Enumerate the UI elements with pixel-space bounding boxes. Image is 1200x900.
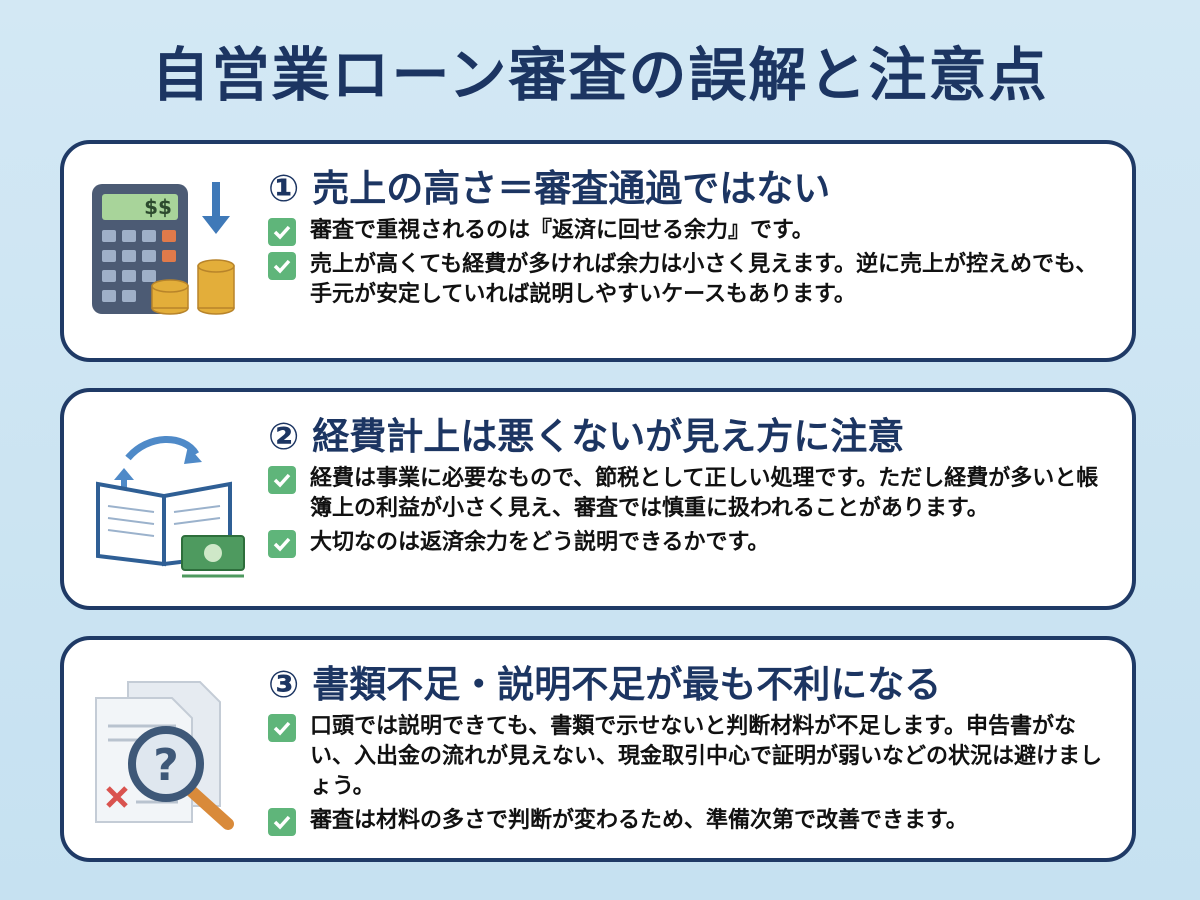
checkmark-icon xyxy=(268,808,296,836)
bullet-text: 審査は材料の多さで判断が変わるため、準備次第で改善できます。 xyxy=(310,808,968,833)
svg-text:?: ? xyxy=(153,740,179,791)
bullet-text: 審査で重視されるのは『返済に回せる余力』です。 xyxy=(310,218,814,243)
bullet-list: 口頭では説明できても、書類で示せないと判断材料が不足します。申告書がない、入出金… xyxy=(268,712,1112,840)
bullet-text: 口頭では説明できても、書類で示せないと判断材料が不足します。申告書がない、入出金… xyxy=(310,714,1103,799)
list-item: 口頭では説明できても、書類で示せないと判断材料が不足します。申告書がない、入出金… xyxy=(268,712,1112,802)
card-expenses: ② 経費計上は悪くないが見え方に注意 経費は事業に必要なもので、節税として正しい… xyxy=(60,388,1136,610)
bullet-list: 審査で重視されるのは『返済に回せる余力』です。 売上が高くても経費が多ければ余力… xyxy=(268,216,1112,314)
list-item: 大切なのは返済余力をどう説明できるかです。 xyxy=(268,528,1112,558)
card-title: ③ 書類不足・説明不足が最も不利になる xyxy=(268,663,942,706)
svg-text:$$: $$ xyxy=(144,195,172,219)
card-documents: ? ③ 書類不足・説明不足が最も不利になる 口頭では説明できても、書類で示せない… xyxy=(60,636,1136,862)
list-item: 売上が高くても経費が多ければ余力は小さく見えます。逆に売上が控えめでも、手元が安… xyxy=(268,250,1112,310)
calculator-coins-icon: $$ xyxy=(92,182,235,315)
bullet-text: 大切なのは返済余力をどう説明できるかです。 xyxy=(310,530,770,555)
checkmark-icon xyxy=(268,714,296,742)
checkmark-icon xyxy=(268,218,296,246)
checkmark-icon xyxy=(268,252,296,280)
checkmark-icon xyxy=(268,530,296,558)
bullet-list: 経費は事業に必要なもので、節税として正しい処理です。ただし経費が多いと帳簿上の利… xyxy=(268,464,1112,562)
ledger-money-icon xyxy=(96,436,245,578)
bullet-text: 売上が高くても経費が多ければ余力は小さく見えます。逆に売上が控えめでも、手元が安… xyxy=(310,252,1098,307)
list-item: 経費は事業に必要なもので、節税として正しい処理です。ただし経費が多いと帳簿上の利… xyxy=(268,464,1112,524)
checkmark-icon xyxy=(268,466,296,494)
list-item: 審査で重視されるのは『返済に回せる余力』です。 xyxy=(268,216,1112,246)
list-item: 審査は材料の多さで判断が変わるため、準備次第で改善できます。 xyxy=(268,806,1112,836)
card-revenue: $$ ① 売上の高さ＝審査通過ではない 審査で重視されるのは『返済に回せる余力』… xyxy=(60,140,1136,362)
document-magnifier-icon: ? xyxy=(95,681,234,830)
card-title: ② 経費計上は悪くないが見え方に注意 xyxy=(268,415,905,458)
card-title: ① 売上の高さ＝審査通過ではない xyxy=(268,167,831,210)
bullet-text: 経費は事業に必要なもので、節税として正しい処理です。ただし経費が多いと帳簿上の利… xyxy=(310,466,1099,521)
page-title: 自営業ローン審査の誤解と注意点 xyxy=(151,41,1049,109)
